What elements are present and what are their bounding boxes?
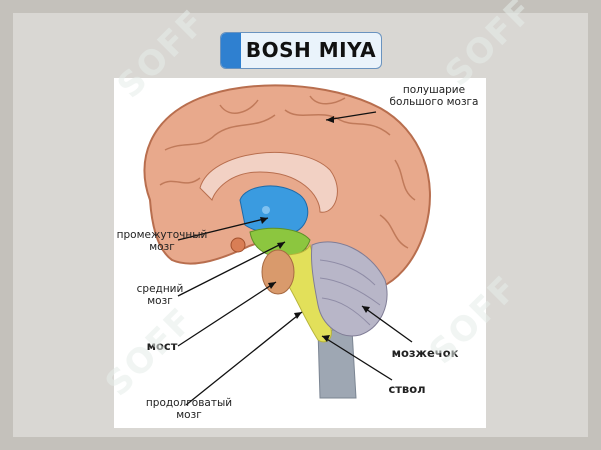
- corpus-callosum: [199, 152, 338, 213]
- label-midbrain: средний мозг: [136, 283, 184, 307]
- label-pons: мост: [146, 339, 178, 353]
- pointer-brainstem: [321, 335, 393, 381]
- title-badge: BOSH MIYA: [220, 32, 382, 69]
- cerebellum-shape: [311, 241, 388, 337]
- label-brainstem: ствол: [388, 382, 426, 396]
- pointer-diencephalon: [177, 217, 269, 241]
- label-cerebrum: полушарие большого мозга: [389, 84, 479, 108]
- pointer-midbrain: [177, 241, 286, 297]
- cerebrum: [143, 84, 431, 292]
- title-accent-tab: [221, 33, 241, 68]
- cerebrum-folds: [159, 95, 416, 249]
- pointer-arrowheads: [260, 116, 370, 342]
- pituitary: [230, 237, 246, 253]
- pointer-pons: [177, 281, 277, 347]
- pointer-medulla: [185, 311, 303, 406]
- pointer-lines: [177, 111, 413, 406]
- pointer-cerebrum: [325, 111, 377, 121]
- label-medulla: продолговатый мозг: [145, 397, 233, 421]
- page-title: BOSH MIYA: [245, 38, 377, 62]
- diencephalon-shape: [239, 185, 309, 235]
- label-cerebellum: мозжечок: [391, 346, 459, 360]
- cerebellum-folia: [319, 259, 381, 326]
- pineal-gland: [262, 206, 270, 214]
- label-diencephalon: промежуточный мозг: [116, 229, 208, 253]
- pointer-cerebellum: [361, 305, 413, 343]
